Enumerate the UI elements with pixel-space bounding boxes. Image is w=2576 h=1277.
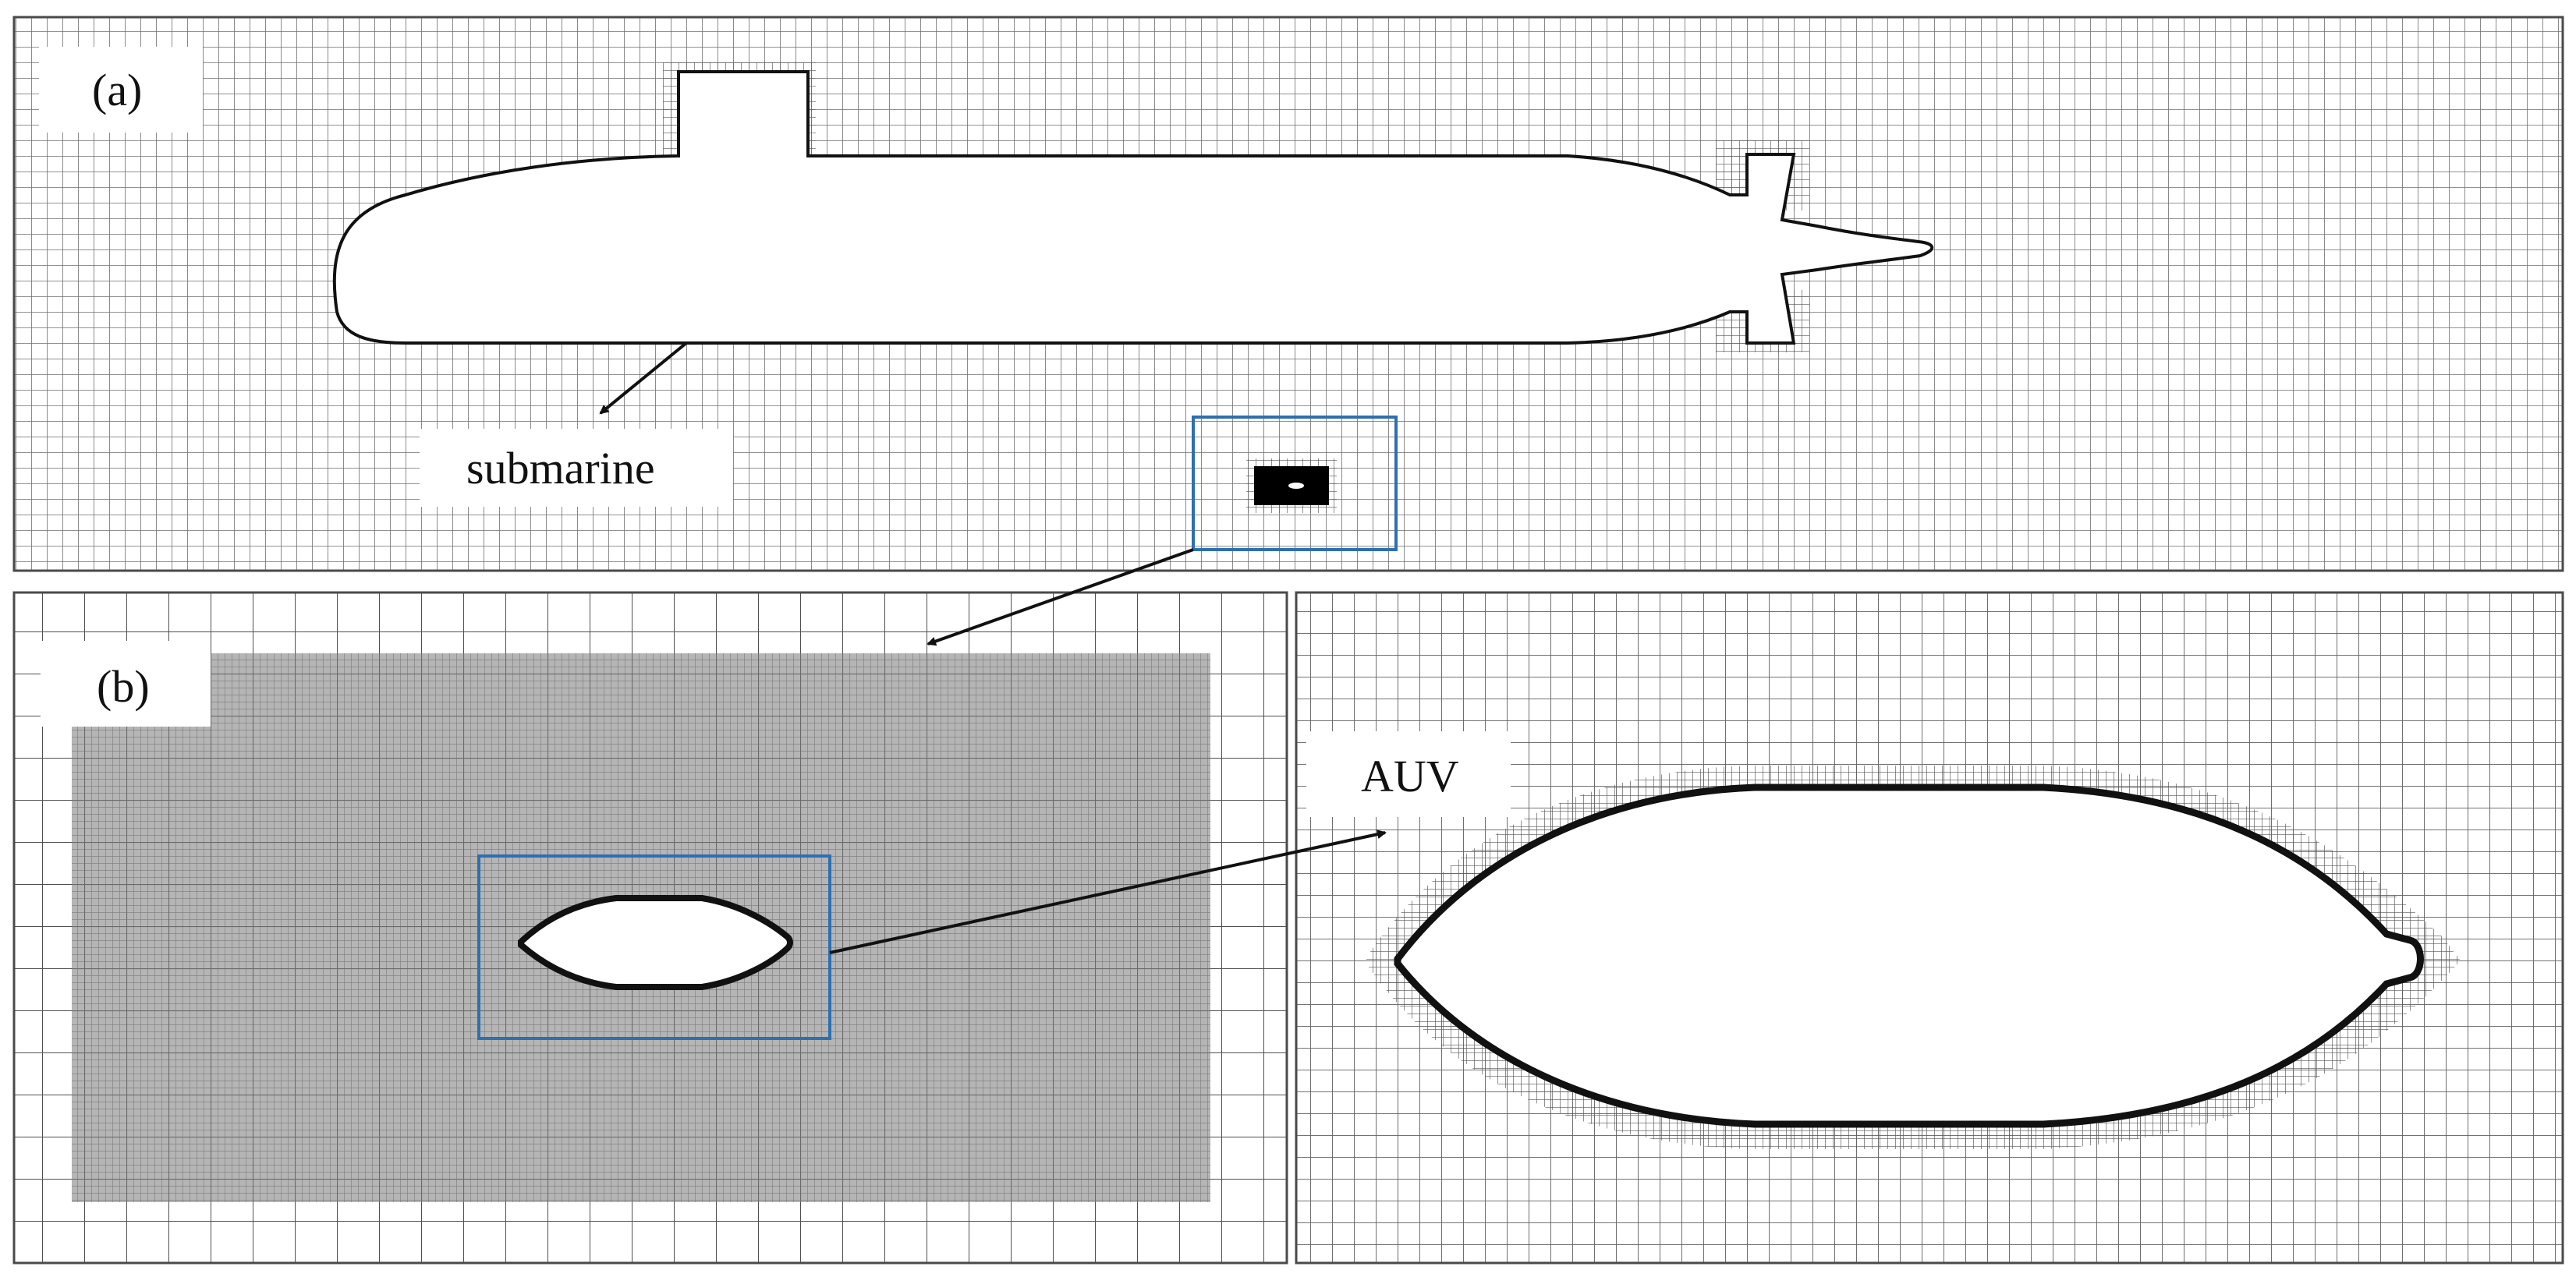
zoom-arrow-a-to-b xyxy=(927,548,1194,646)
auv-body-small xyxy=(1288,483,1304,489)
auv-body-b xyxy=(518,895,793,990)
submarine-arrow xyxy=(599,341,688,415)
auv-body-zoom xyxy=(1394,784,2424,1128)
zoom-box-b xyxy=(477,854,831,1040)
submarine-hull xyxy=(332,70,1934,345)
zoom-box-a xyxy=(1192,416,1398,551)
panel-a: (a) submarine xyxy=(12,16,2564,572)
panel-b-right: AUV xyxy=(1295,591,2564,1265)
panel-b-label: (b) xyxy=(97,661,150,712)
auv-label-box xyxy=(1306,731,1511,817)
panel-a-label: (a) xyxy=(92,65,142,115)
panel-a-label-box xyxy=(39,47,203,133)
zoom-arrow-b-to-zoom xyxy=(829,830,1387,954)
auv-label: AUV xyxy=(1361,751,1459,801)
panel-b-left: (b) xyxy=(12,591,1288,1265)
submarine-label-box xyxy=(420,429,733,507)
panel-b-label-box xyxy=(41,641,211,727)
submarine-label: submarine xyxy=(466,443,655,493)
